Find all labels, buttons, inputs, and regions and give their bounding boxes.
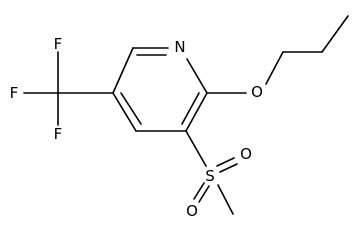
bond-s-o1-a xyxy=(216,157,235,167)
atom-label-sulfonyl-oxygen-right: O xyxy=(240,145,252,163)
bond-s-o1-b xyxy=(219,163,238,173)
structure-diagram: N O S O O F F F xyxy=(10,15,349,220)
atom-label-sulfur: S xyxy=(205,167,215,185)
propoxy-chain xyxy=(206,15,349,94)
bond-c4-c5-inner xyxy=(120,92,142,125)
atom-label-sulfonyl-oxygen-bottom: O xyxy=(186,202,198,220)
bond-c3-s xyxy=(185,130,207,167)
bond-s-o2-b xyxy=(198,185,210,203)
bond-n1-c2 xyxy=(186,58,208,94)
bond-c5-c6 xyxy=(112,47,134,94)
atom-label-fluorine-top: F xyxy=(54,35,63,53)
bond-c4-c5-outer xyxy=(112,92,137,132)
trifluoromethyl-group xyxy=(23,51,114,126)
bond-ch2-ch3 xyxy=(321,15,349,53)
atom-label-ether-oxygen: O xyxy=(251,83,263,101)
bond-s-o2-a xyxy=(193,182,205,200)
pyridine-ring xyxy=(112,47,208,132)
bond-s-ch3 xyxy=(217,184,234,215)
atom-label-nitrogen: N xyxy=(174,38,185,56)
atom-label-fluorine-left: F xyxy=(10,84,19,102)
bond-o-ch2 xyxy=(265,51,284,85)
bond-c2-c3-outer xyxy=(185,92,208,132)
atom-label-fluorine-bottom: F xyxy=(54,125,63,143)
methylsulfonyl-group xyxy=(185,130,238,215)
bond-c2-c3-inner xyxy=(181,92,200,125)
